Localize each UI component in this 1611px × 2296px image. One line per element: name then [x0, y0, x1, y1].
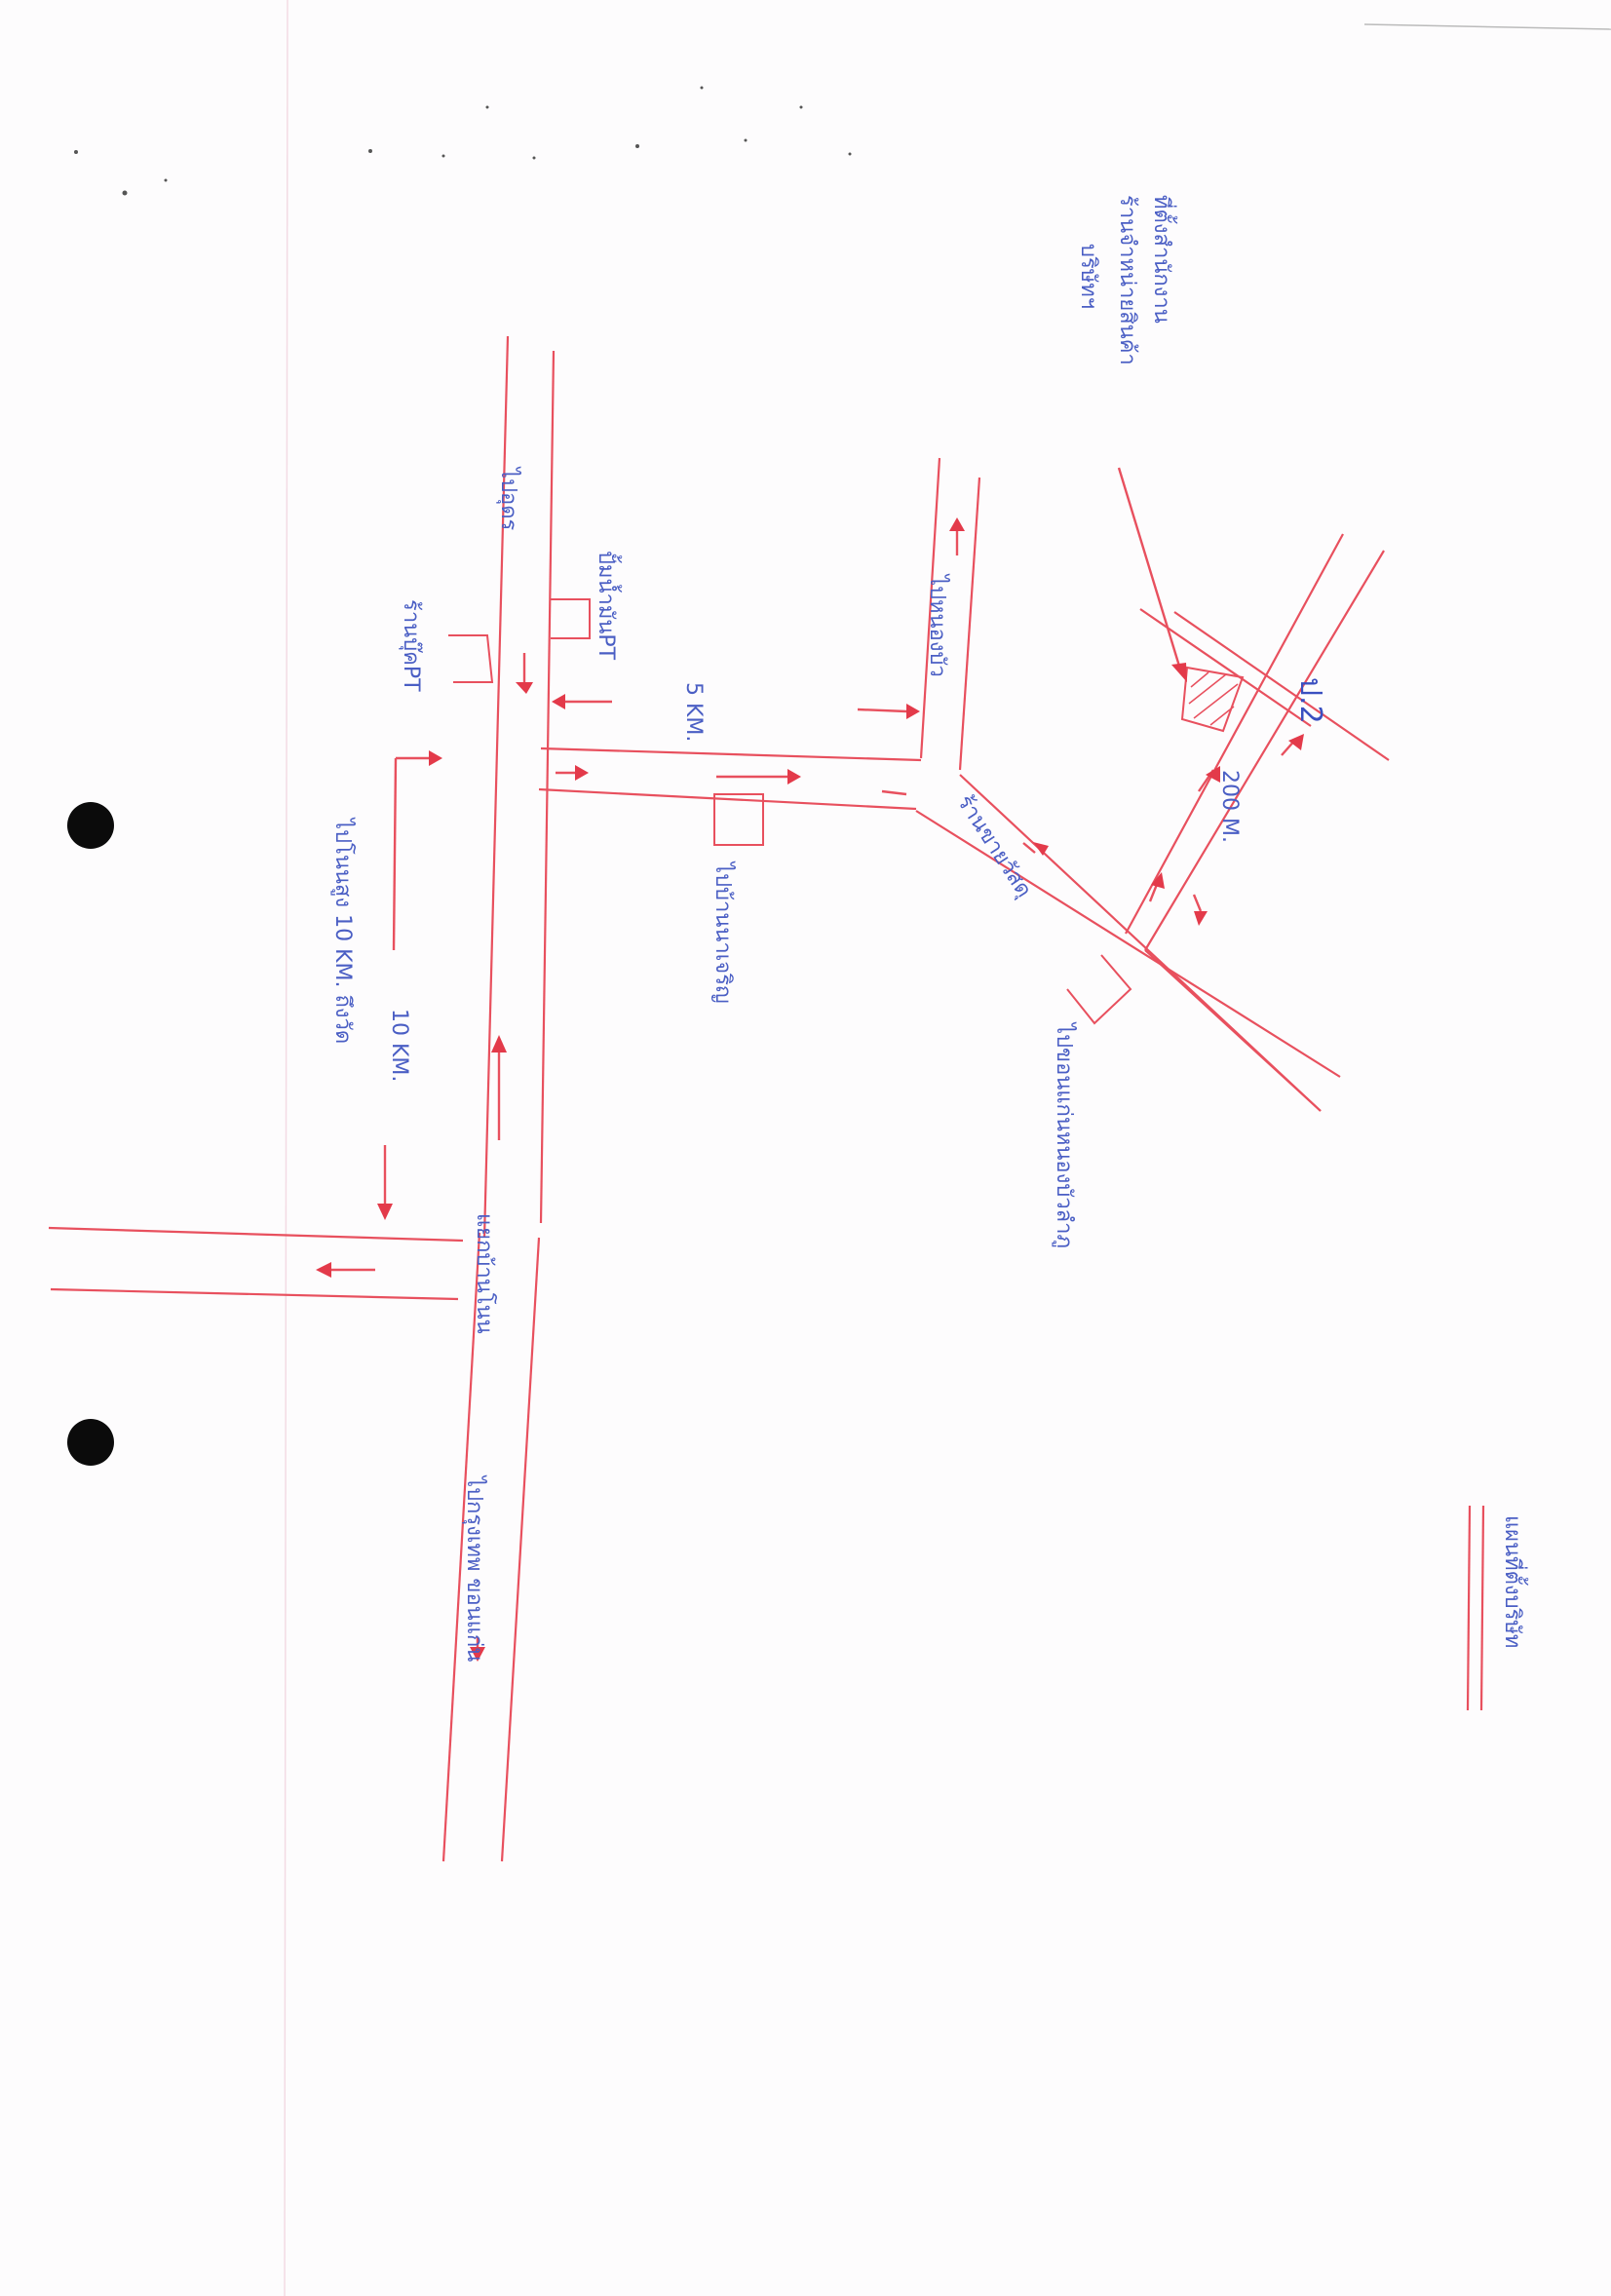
- building-boxes: [448, 598, 1132, 1025]
- legend: แผนที่ตั้งบริษัท: [1466, 1505, 1528, 1711]
- diagonal-road: [915, 774, 1341, 1112]
- office-pointer-head: [1171, 663, 1187, 682]
- label-main-bottom: ไปกรุงเทพ ขอนแก่น: [462, 1474, 487, 1662]
- label-branch-nw: ไปหนองบัว: [925, 573, 950, 677]
- branch-north-road: [919, 457, 981, 771]
- label-note-line1: ที่ตั้งสำนักงาน: [1149, 195, 1177, 324]
- main-road: [441, 335, 556, 1862]
- label-note-line2: ร้านจำหน่ายสินค้า: [1115, 195, 1139, 365]
- office-pointer-line: [1117, 467, 1183, 673]
- west-road: [48, 1226, 464, 1301]
- label-station-right: ปั้มน้ำมันPT: [594, 551, 622, 661]
- east-road: [538, 746, 922, 811]
- label-road-north-top: ไปอุดร: [496, 466, 521, 531]
- office-location-marker: [1180, 666, 1245, 733]
- label-left-note1: ไปโนนสูง 10 KM. ถึงวัด: [330, 817, 356, 1044]
- label-building-code: ป.2: [1293, 677, 1327, 724]
- page-fold-line: [284, 0, 288, 2296]
- label-top-road: 5 KM.: [681, 682, 706, 742]
- binder-hole-bottom: [67, 1419, 114, 1466]
- top-edge-mark: [1363, 23, 1611, 30]
- label-shop-left: ร้านบุ๊คPT: [399, 599, 423, 692]
- binder-hole-top: [67, 802, 114, 849]
- direction-arrows: [316, 517, 1304, 1662]
- label-left-note2: 10 KM.: [387, 1009, 411, 1082]
- label-200m: 200 M.: [1217, 770, 1242, 843]
- paper-specks: [74, 86, 852, 196]
- label-front-box: ไปบ้านนาเจริญ: [710, 861, 736, 1004]
- label-main-mid: แยกบ้านโนน: [472, 1213, 497, 1334]
- label-lower-box: ไปขอนแก่นหนองบัวลำภู: [1052, 1021, 1077, 1248]
- cross-road: [1125, 533, 1390, 951]
- label-note-line3: บริษัทฯ: [1076, 244, 1100, 309]
- legend-title: แผนที่ตั้งบริษัท: [1500, 1515, 1528, 1648]
